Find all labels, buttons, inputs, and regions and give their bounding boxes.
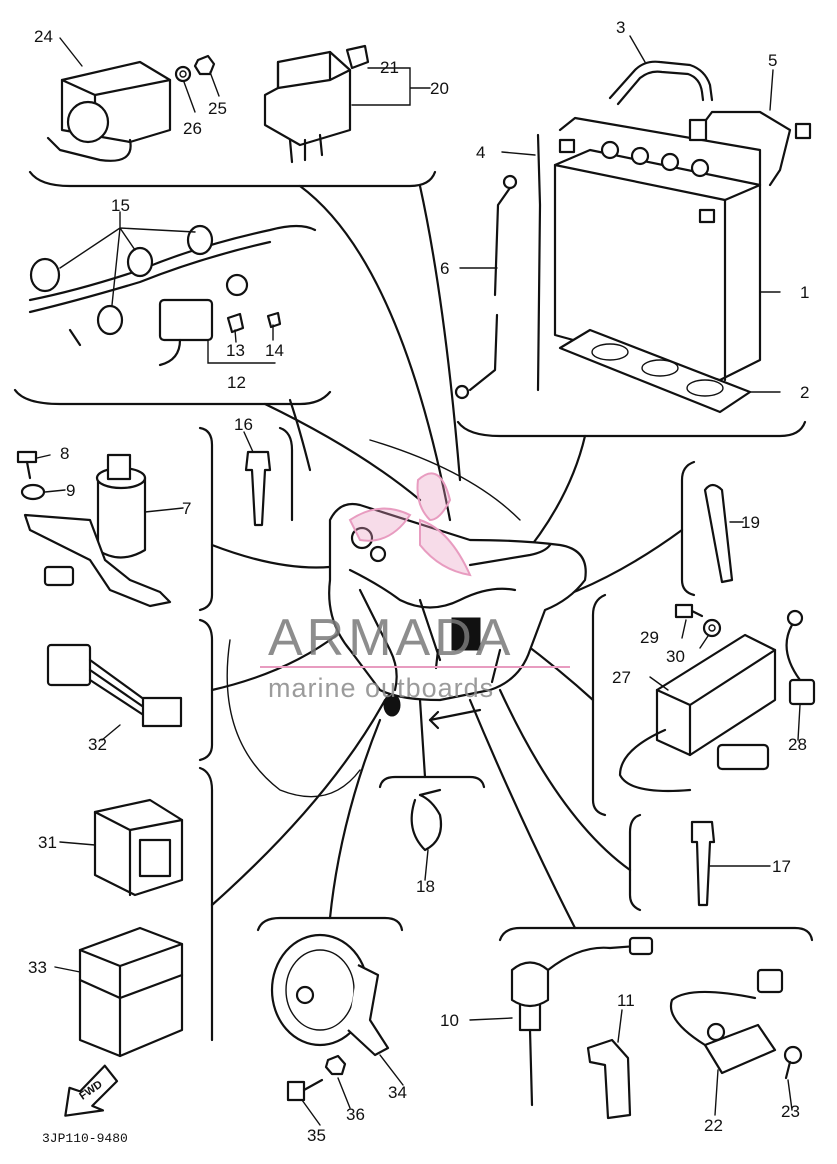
hose-clamp-drawing bbox=[410, 788, 443, 852]
callout-15: 15 bbox=[111, 196, 130, 215]
rectifier-drawing bbox=[618, 633, 777, 793]
relay-drawing bbox=[263, 50, 352, 164]
watermark-brand: ARMADA bbox=[268, 609, 514, 667]
negative-lead-drawing bbox=[454, 174, 518, 400]
callout-31: 31 bbox=[38, 833, 57, 852]
battery-band-drawing bbox=[608, 60, 714, 106]
callout-35: 35 bbox=[307, 1126, 326, 1145]
callout-33: 33 bbox=[28, 958, 47, 977]
callout-4: 4 bbox=[476, 143, 485, 162]
callout-18: 18 bbox=[416, 877, 435, 896]
screw-washer-drawing bbox=[16, 450, 46, 501]
callout-22: 22 bbox=[704, 1116, 723, 1135]
callout-25: 25 bbox=[208, 99, 227, 118]
control-unit-drawing bbox=[78, 926, 184, 1058]
callout-12: 12 bbox=[227, 373, 246, 392]
callout-6: 6 bbox=[440, 259, 449, 278]
callout-11: 11 bbox=[617, 991, 635, 1010]
watermark: ARMADA marine outboards bbox=[260, 472, 570, 703]
callout-9: 9 bbox=[66, 481, 75, 500]
fuse-drawing bbox=[345, 44, 370, 70]
harness-clamps-drawing bbox=[28, 224, 317, 367]
screw-washer-2-drawing bbox=[674, 603, 722, 638]
callout-26: 26 bbox=[183, 119, 202, 138]
callout-23: 23 bbox=[781, 1102, 800, 1121]
bracket-drawing bbox=[586, 1038, 632, 1120]
callout-21: 21 bbox=[380, 58, 399, 77]
callout-leaders bbox=[36, 35, 801, 1126]
ignition-coil-drawing bbox=[46, 60, 172, 162]
callout-labels: 1 2 3 4 5 6 7 8 9 10 11 12 13 14 15 16 1… bbox=[28, 18, 809, 1145]
callout-20: 20 bbox=[430, 79, 449, 98]
group-frames bbox=[13, 170, 814, 1042]
callout-10: 10 bbox=[440, 1011, 459, 1030]
callout-3: 3 bbox=[616, 18, 625, 37]
forward-arrow-icon: FWD bbox=[64, 1064, 119, 1117]
callout-8: 8 bbox=[60, 444, 69, 463]
bolt-nut-drawing bbox=[286, 1054, 347, 1102]
callout-32: 32 bbox=[88, 735, 107, 754]
mini-fuse-drawing bbox=[226, 311, 282, 334]
screw-2-drawing bbox=[783, 1045, 803, 1080]
battery-drawing bbox=[553, 116, 762, 382]
callout-24: 24 bbox=[34, 27, 53, 46]
callout-7: 7 bbox=[182, 499, 191, 518]
callout-5: 5 bbox=[768, 51, 777, 70]
callout-36: 36 bbox=[346, 1105, 365, 1124]
callout-14: 14 bbox=[265, 341, 284, 360]
cable-tie-drawing bbox=[244, 450, 272, 527]
watermark-tagline: marine outboards bbox=[268, 673, 494, 703]
callout-2: 2 bbox=[800, 383, 809, 402]
callout-1: 1 bbox=[800, 283, 809, 302]
armada-logo-icon bbox=[348, 472, 472, 577]
callout-30: 30 bbox=[666, 647, 685, 666]
main-wire-harness bbox=[328, 502, 587, 730]
breather-hose-drawing bbox=[536, 133, 542, 392]
flasher-relay-drawing bbox=[93, 798, 184, 897]
battery-lead-drawing bbox=[688, 110, 812, 187]
callout-29: 29 bbox=[640, 628, 659, 647]
callout-19: 19 bbox=[741, 513, 760, 532]
callout-17: 17 bbox=[772, 857, 791, 876]
diagram-code: 3JP110-9480 bbox=[42, 1131, 128, 1146]
callout-27: 27 bbox=[612, 668, 631, 687]
callout-28: 28 bbox=[788, 735, 807, 754]
ground-lead-drawing bbox=[785, 609, 816, 706]
band-drawing bbox=[703, 483, 734, 584]
callout-16: 16 bbox=[234, 415, 253, 434]
cable-tie-2-drawing bbox=[690, 820, 716, 907]
horn-drawing bbox=[270, 933, 390, 1057]
sensor-drawing bbox=[669, 968, 784, 1075]
nut-washer-drawing bbox=[174, 54, 216, 83]
neutral-switch-drawing bbox=[510, 936, 654, 1107]
callout-13: 13 bbox=[226, 341, 245, 360]
main-switch-drawing bbox=[23, 453, 172, 608]
sub-lead-drawing bbox=[46, 643, 183, 728]
callout-34: 34 bbox=[388, 1083, 407, 1102]
